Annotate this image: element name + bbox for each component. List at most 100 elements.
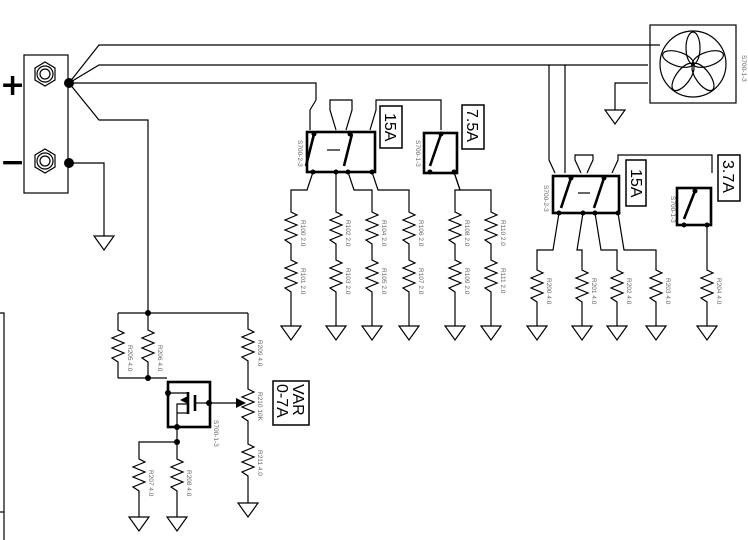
sw4-ref-label: S700-1-3 <box>669 196 676 223</box>
fan-blades-icon <box>662 31 724 92</box>
ground-icon <box>696 325 718 341</box>
svg-text:3.7A: 3.7A <box>719 160 736 193</box>
resistor-r200 <box>530 265 544 307</box>
resistor-r100 <box>284 207 298 249</box>
r205-label: R205 4.0 <box>126 345 133 372</box>
r200-label: R200 4.0 <box>545 278 552 305</box>
r103-label: R103 2.0 <box>344 268 351 295</box>
resistor-r201 <box>575 265 589 307</box>
resistor-r101 <box>284 255 298 297</box>
bridge-sw1 <box>329 99 353 131</box>
r201-label: R201 4.0 <box>590 278 597 305</box>
resistor-r204 <box>700 265 714 307</box>
fan-ref-label: S700-1-3 <box>740 55 747 82</box>
r206-label: R206 4.0 <box>156 345 163 372</box>
r202-label: R202 4.0 <box>625 278 632 305</box>
r109-label: R109 2.0 <box>463 268 470 295</box>
mosfet[interactable]: S700-1-3 <box>165 380 219 447</box>
negative-sign: − <box>0 145 25 180</box>
switch-sw4[interactable]: S700-1-3 <box>669 186 713 228</box>
mosfet-ref-label: S700-1-3 <box>212 420 219 447</box>
ground-icon <box>645 325 667 341</box>
ground-icon <box>128 516 150 532</box>
ground-icon <box>166 516 188 532</box>
wire-to-fan-2 <box>68 64 648 84</box>
r104-label: R104 2.0 <box>380 220 387 247</box>
resistor-r102 <box>329 207 343 249</box>
svg-text:VAR: VAR <box>289 384 306 416</box>
r100-label: R100 2.0 <box>299 220 306 247</box>
resistor-r111 <box>484 255 498 297</box>
resistor-r109 <box>448 255 462 297</box>
r108-label: R108 2.0 <box>463 220 470 247</box>
switch-sw1[interactable]: S700-2-3 <box>296 130 377 175</box>
fan: S700-1-3 <box>649 24 747 104</box>
r101-label: R101 2.0 <box>299 268 306 295</box>
wire-sw3-to-sw4 <box>611 154 713 174</box>
resistor-r106 <box>402 207 416 249</box>
ground-icon <box>398 325 420 341</box>
switch-sw2[interactable]: S700-1-3 <box>414 131 459 175</box>
r209-label: R209 4.0 <box>256 340 263 367</box>
resistor-r205 <box>111 325 125 367</box>
resistor-r110 <box>484 207 498 249</box>
sw3-ref-label: S700-2-3 <box>542 185 549 212</box>
sw2-rating-badge: 7.5A <box>461 104 485 150</box>
r204-label: R204 4.0 <box>715 278 722 305</box>
resistor-r103 <box>329 255 343 297</box>
r203-label: R203 4.0 <box>664 278 671 305</box>
wire-to-sw1 <box>69 82 317 100</box>
negative-terminal-nut <box>34 148 56 174</box>
ground-icon <box>606 325 628 341</box>
var-rating-badge: VAR 0-7A <box>272 380 310 426</box>
resistor-r207 <box>132 454 146 496</box>
resistor-r202 <box>610 265 624 307</box>
sw4-rating-badge: 3.7A <box>717 154 741 202</box>
r207-label: R207 4.0 <box>147 470 154 497</box>
bridge-sw3 <box>574 154 594 174</box>
sw1-ref-label: S700-2-3 <box>296 140 303 167</box>
resistor-r208 <box>170 454 184 496</box>
svg-text:7.5A: 7.5A <box>463 109 480 142</box>
resistor-r211 <box>241 439 255 481</box>
svg-text:0-7A: 0-7A <box>273 384 290 418</box>
wire-sw1-to-sw2 <box>369 99 442 131</box>
r106-label: R106 2.0 <box>417 220 424 247</box>
sw1-rating-badge: 15A <box>379 105 403 149</box>
ground-icon <box>444 325 466 341</box>
negative-wire <box>69 162 105 236</box>
wire-to-var <box>68 82 149 313</box>
ground-icon <box>571 325 593 341</box>
resistor-r209 <box>241 324 255 366</box>
sw2-ref-label: S700-1-3 <box>414 140 421 167</box>
fan-ground-wire <box>614 82 648 110</box>
ground-icon <box>325 325 347 341</box>
r105-label: R105 2.0 <box>380 268 387 295</box>
ground-icon <box>480 325 502 341</box>
r107-label: R107 2.0 <box>417 268 424 295</box>
resistor-r206 <box>141 325 155 367</box>
variable-load: R205 4.0 R206 4.0 S700-1-3 R209 4.0 <box>111 310 310 532</box>
switch-sw3[interactable]: S700-2-3 <box>542 174 621 216</box>
r110-label: R110 2.0 <box>499 220 506 246</box>
resistor-r210 <box>241 384 255 426</box>
ground-icon <box>361 325 383 341</box>
resistor-r107 <box>402 255 416 297</box>
ground-icon <box>93 235 115 251</box>
r102-label: R102 2.0 <box>344 220 351 247</box>
wiper-arrow-icon <box>236 398 246 408</box>
sw3-rating-badge: 15A <box>625 159 647 207</box>
off-page-bracket <box>0 312 5 540</box>
r211-label: R211 4.0 <box>256 450 263 476</box>
ground-icon <box>237 502 259 518</box>
positive-terminal-nut <box>34 61 56 87</box>
resistor-r104 <box>365 207 379 249</box>
resistor-r105 <box>365 255 379 297</box>
ground-icon <box>604 109 626 125</box>
r208-label: R208 4.0 <box>185 470 192 497</box>
wire-to-fan-top <box>68 44 660 84</box>
ground-icon <box>526 325 548 341</box>
r210-label: R210 10K <box>256 392 263 422</box>
